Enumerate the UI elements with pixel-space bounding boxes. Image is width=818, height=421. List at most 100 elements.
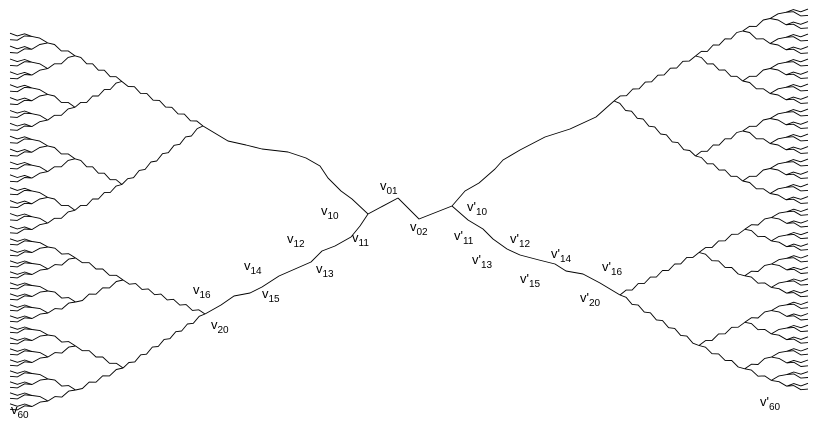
fractal-edge (9, 282, 33, 286)
fractal-edge (769, 36, 787, 44)
fractal-edge (9, 394, 33, 400)
fractal-edge (47, 196, 76, 211)
fractal-edge (786, 245, 809, 251)
fractal-edge (31, 312, 49, 319)
fractal-edge (75, 279, 124, 303)
fractal-edge (786, 361, 809, 367)
fractal-edge (9, 249, 33, 253)
fractal-edge (786, 231, 809, 236)
fractal-edge (74, 81, 123, 108)
fractal-edge (785, 146, 809, 151)
fractal-edge (785, 23, 809, 29)
fractal-edge (32, 285, 49, 292)
fractal-edge (31, 246, 49, 253)
fractal-edge (785, 86, 809, 92)
fractal-edge (785, 8, 809, 13)
fractal-edge (47, 257, 76, 270)
fractal-edge (31, 190, 48, 198)
fractal-edge (695, 55, 743, 82)
fractal-edge (785, 73, 809, 79)
fractal-edge (47, 55, 76, 69)
fractal-edge (121, 81, 204, 127)
fractal-edge (695, 155, 743, 182)
fractal-edge (785, 133, 809, 138)
fractal-edge (31, 164, 48, 172)
label-vp20: v'20 (580, 290, 601, 309)
label-vp60: v'60 (760, 394, 781, 413)
fractal-edge (786, 315, 809, 321)
fractal-edge (9, 350, 33, 356)
fractal-edge (769, 86, 787, 94)
fractal-edge (770, 143, 787, 151)
fractal-edge (47, 209, 76, 224)
fractal-edge (786, 220, 809, 224)
edge-v10-v20 (204, 213, 369, 315)
fractal-edge (9, 32, 32, 37)
fractal-edge (786, 385, 809, 391)
fractal-edge (786, 233, 809, 240)
edge-v01-v02 (397, 197, 453, 220)
fractal-edge (9, 215, 32, 221)
fractal-edge (771, 310, 787, 317)
fractal-edge (771, 327, 787, 335)
fractal-edge (75, 257, 124, 281)
fractal-edge (31, 93, 48, 102)
fractal-edge (9, 202, 32, 209)
fractal-edge (695, 130, 743, 157)
fractal-edge (31, 268, 49, 275)
fractal-edge (31, 145, 48, 153)
fractal-edge (9, 370, 33, 374)
fractal-edge (74, 55, 123, 82)
fractal-edge (31, 171, 48, 179)
fractal-edge (786, 278, 809, 283)
fractal-edge (32, 395, 49, 402)
fractal-edge (9, 84, 32, 89)
fractal-branches (9, 8, 809, 411)
fractal-edge (9, 74, 32, 80)
fractal-edge (9, 112, 32, 118)
fractal-edge (31, 61, 48, 69)
fractal-edge (771, 374, 787, 381)
fractal-edge (9, 304, 33, 308)
fractal-edge (9, 151, 32, 157)
label-vp11: v'11 (454, 228, 474, 247)
label-v10: v10 (321, 203, 339, 222)
fractal-edge (32, 241, 49, 248)
fractal-edge (769, 186, 787, 194)
fractal-edge (786, 222, 809, 228)
fractal-edge (770, 18, 787, 26)
fractal-edge (75, 345, 124, 369)
fractal-edge (786, 243, 809, 248)
fractal-edge (31, 42, 48, 50)
fractal-edge (9, 306, 33, 312)
fractal-edge (9, 372, 33, 378)
fractal-edge (9, 337, 33, 341)
fractal-edge (786, 254, 809, 259)
fractal-edge (32, 329, 49, 336)
fractal-edge (785, 171, 809, 176)
fractal-edge (619, 294, 700, 346)
fractal-edge (9, 164, 32, 170)
fractal-edge (771, 333, 787, 341)
fractal-edge (744, 356, 772, 370)
fractal-edge (744, 275, 772, 288)
label-vp16: v'16 (602, 259, 623, 278)
fractal-edge (742, 18, 771, 32)
fractal-edge (47, 378, 76, 391)
fractal-edge (31, 216, 48, 224)
fractal-edge (47, 345, 76, 358)
fractal-edge (31, 35, 48, 44)
fractal-edge (770, 118, 787, 126)
label-vp14: v'14 (551, 246, 572, 265)
fractal-edge (9, 328, 33, 334)
fractal-edge (9, 381, 33, 385)
fractal-edge (786, 289, 809, 294)
fractal-edge (9, 273, 33, 279)
fractal-edge (9, 295, 33, 301)
fractal-edge (9, 228, 32, 234)
fractal-edge (9, 225, 32, 231)
label-vp10: v'10 (467, 199, 488, 218)
fractal-edge (769, 136, 787, 144)
fractal-edge (786, 324, 809, 329)
